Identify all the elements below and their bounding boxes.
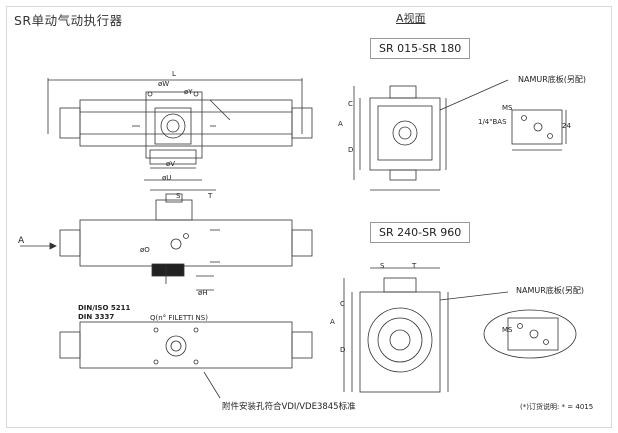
- din-label: DIN 3337: [78, 313, 115, 321]
- dim-ms-bottom: MS: [502, 326, 513, 334]
- view-a-label: A视面: [396, 12, 426, 25]
- dim-o: øO: [140, 246, 150, 254]
- dim-l: L: [172, 70, 176, 78]
- top-view-actuator: [47, 78, 313, 181]
- dim-quarter: 1/4"BAS: [478, 118, 507, 126]
- dim-w: øW: [158, 80, 170, 88]
- dim-s: S: [176, 192, 181, 200]
- dim-d-top: D: [348, 146, 354, 154]
- namur-detail-top: [511, 109, 567, 151]
- range-label-top: SR 015-SR 180: [370, 38, 471, 59]
- dim-24: 24: [562, 122, 571, 130]
- order-note: (*)订货说明: * = 4015: [520, 403, 594, 411]
- din-iso-label: DIN/ISO 5211: [78, 304, 131, 312]
- dim-t: T: [208, 192, 213, 200]
- thread-note: Q(n° FILETTI NS): [150, 314, 208, 322]
- dim-c-top: C: [348, 100, 353, 108]
- side-view-bottom: [343, 267, 509, 393]
- dim-a-bottom: A: [330, 318, 335, 326]
- dim-c-bottom: C: [340, 300, 345, 308]
- dim-t-bottom: T: [412, 262, 417, 270]
- dim-h: øH: [198, 289, 208, 297]
- dim-u: øU: [162, 174, 172, 182]
- range-label-bottom: SR 240-SR 960: [370, 222, 471, 243]
- bottom-view-actuator: [59, 321, 313, 399]
- dim-d-bottom: D: [340, 346, 346, 354]
- namur-note-bottom: NAMUR底板(另配): [516, 286, 585, 295]
- dim-ms-top: MS: [502, 104, 513, 112]
- arrow-a-label: A: [18, 236, 25, 246]
- side-view-top: [353, 79, 509, 191]
- accessory-note: 附件安装孔符合VDI/VDE3845标准: [222, 402, 356, 412]
- namur-note-top: NAMUR底板(另配): [518, 75, 587, 84]
- namur-detail-bottom: [483, 309, 577, 359]
- dim-s-bottom: S: [380, 262, 385, 270]
- front-view-actuator: [20, 189, 313, 291]
- page-title: SR单动气动执行器: [14, 13, 123, 28]
- dim-a-top: A: [338, 120, 343, 128]
